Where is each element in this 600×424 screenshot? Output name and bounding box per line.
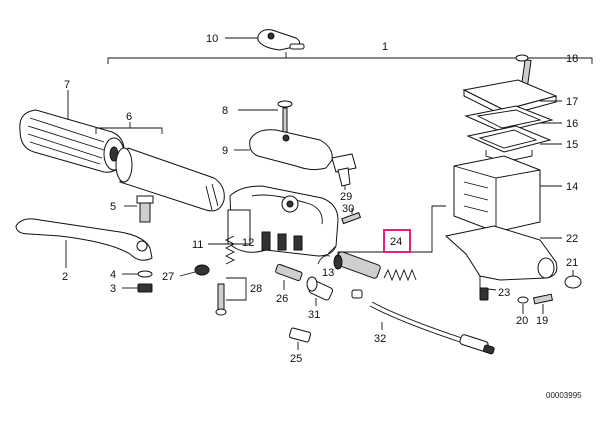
part-7-grip-drawing: [19, 90, 125, 173]
callout-17: 17: [566, 96, 578, 108]
part-12-spring-drawing: [224, 235, 236, 265]
callout-30: 30: [342, 203, 354, 215]
part-4-washer-drawing: [122, 270, 153, 278]
part-2-lever-drawing: [15, 218, 153, 268]
reference-code: 00003995: [546, 391, 582, 400]
callout-12: 12: [242, 237, 254, 249]
callout-10: 10: [206, 33, 218, 45]
part-3-nut-drawing: [122, 283, 153, 293]
callout-23: 23: [498, 287, 510, 299]
part-15-diaphragm-drawing: [466, 125, 562, 163]
callout-9: 9: [222, 145, 228, 157]
callout-26: 26: [276, 293, 288, 305]
callout-22: 22: [566, 233, 578, 245]
callout-16: 16: [566, 118, 578, 130]
part-24-piston-drawing: [333, 205, 446, 299]
callout-18: 18: [566, 53, 578, 65]
assembly-bracket: [107, 52, 593, 64]
callout-24: 24: [390, 236, 402, 248]
callout-4: 4: [110, 269, 116, 281]
part-23-bolt-drawing: [479, 287, 489, 301]
part-26-adjuster-drawing: [275, 263, 303, 290]
callout-1: 1: [382, 41, 388, 53]
callout-5: 5: [110, 201, 116, 213]
part-30-screw-drawing: [341, 208, 362, 225]
callout-13: 13: [322, 267, 334, 279]
part-31-fitting-drawing: [306, 276, 334, 306]
callout-2: 2: [62, 271, 68, 283]
part-27-knob-drawing: [179, 264, 210, 277]
callout-21: 21: [566, 257, 578, 269]
callout-28: 28: [250, 283, 262, 295]
callout-32: 32: [374, 333, 386, 345]
part-21-cap-drawing: [564, 270, 582, 289]
callout-29: 29: [340, 191, 352, 203]
part-22-body-drawing: [444, 225, 562, 291]
part-10-drawing: [225, 29, 305, 51]
part-5-screw-drawing: [124, 195, 154, 223]
callout-6: 6: [126, 111, 132, 123]
callout-15: 15: [566, 139, 578, 151]
callout-8: 8: [222, 105, 228, 117]
callout-27: 27: [162, 271, 174, 283]
part-19-screw-drawing: [532, 293, 554, 314]
part-16-plate-drawing: [464, 105, 562, 133]
part-11-housing-drawing: [208, 185, 339, 257]
callout-3: 3: [110, 283, 116, 295]
callout-25: 25: [290, 353, 302, 365]
part-13-clip-drawing: [317, 245, 337, 265]
part-29-boot-drawing: [331, 153, 357, 190]
part-25-sleeve-drawing: [288, 327, 312, 350]
part-6-throttle-tube-drawing: [95, 122, 225, 212]
part-8-screw-drawing: [238, 100, 293, 133]
callout-14: 14: [566, 181, 578, 193]
part-14-reservoir-drawing: [453, 155, 562, 233]
part-9-cover-drawing: [234, 129, 333, 171]
callout-31: 31: [308, 309, 320, 321]
callout-19: 19: [536, 315, 548, 327]
callout-7: 7: [64, 79, 70, 91]
callout-11: 11: [192, 239, 203, 251]
part-32-cable-drawing: [369, 301, 495, 355]
highlight-box: [383, 229, 411, 253]
part-20-washer-drawing: [517, 296, 529, 314]
callout-20: 20: [516, 315, 528, 327]
part-28-screws-drawing: [215, 277, 247, 316]
